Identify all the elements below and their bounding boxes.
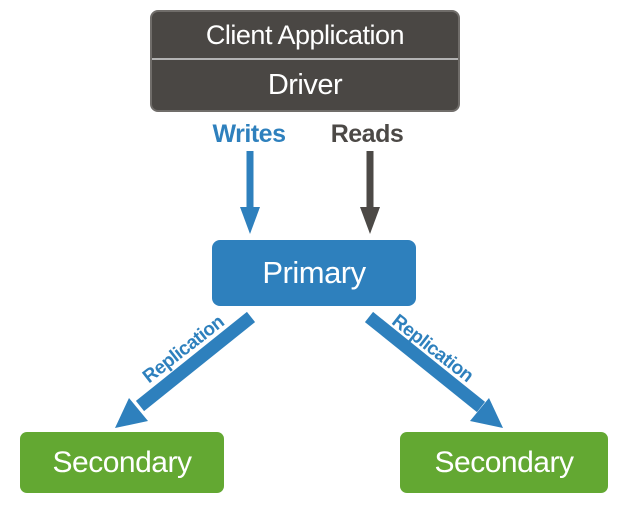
primary-box: Primary: [212, 240, 416, 306]
client-driver-divider: [152, 58, 458, 60]
reads-arrow-head: [360, 207, 380, 234]
secondary-label-left: Secondary: [52, 445, 192, 479]
writes-label: Writes: [212, 120, 286, 148]
secondary-box-right: Secondary: [400, 432, 608, 493]
secondary-label-right: Secondary: [434, 445, 574, 479]
replication-arrow-left-head: [115, 398, 148, 428]
replication-arrow-right-head: [470, 398, 503, 428]
primary-label: Primary: [262, 255, 366, 290]
replication-arrow-right-shaft: [364, 311, 486, 413]
client-application-row: Client Application: [152, 12, 458, 58]
writes-arrow-head: [240, 207, 260, 234]
replication-arrow-left-shaft: [135, 311, 256, 412]
secondary-box-left: Secondary: [20, 432, 224, 493]
reads-label: Reads: [330, 120, 404, 148]
driver-row: Driver: [152, 60, 458, 110]
client-application-label: Client Application: [205, 19, 405, 50]
driver-label: Driver: [267, 68, 343, 101]
client-application-box: Client Application Driver: [150, 10, 460, 112]
